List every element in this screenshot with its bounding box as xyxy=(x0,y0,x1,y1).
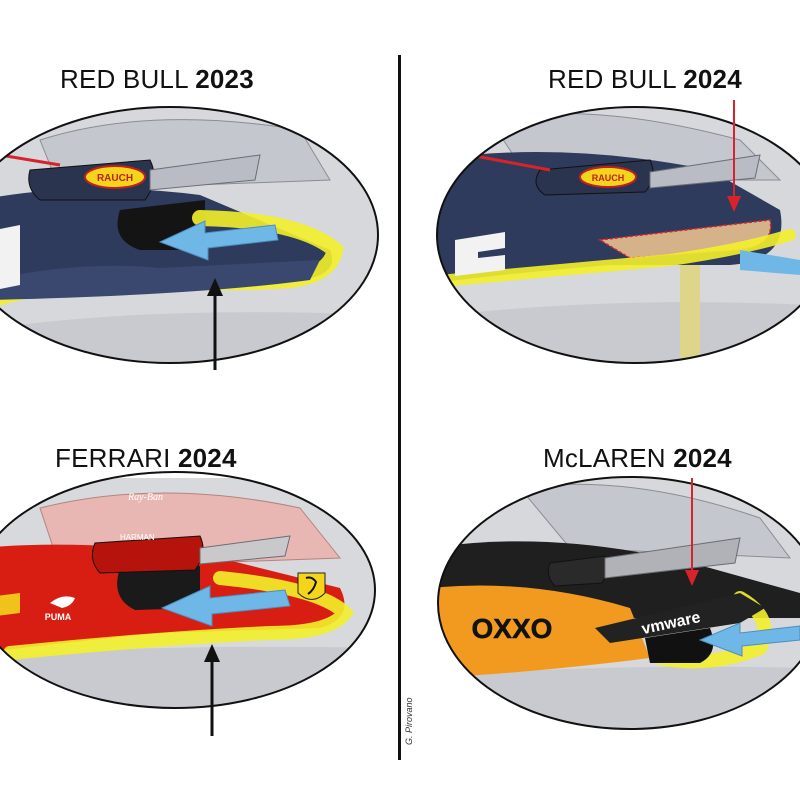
harman-logo-text: HARMAN xyxy=(120,533,155,542)
scene-ferrari-2024: PUMA HARMAN Ray-Ban xyxy=(0,471,376,736)
rayban-logo-text: Ray-Ban xyxy=(127,492,163,503)
mirror-stalk xyxy=(604,537,741,579)
floor-edge xyxy=(0,646,375,708)
undercut-floor xyxy=(0,260,320,300)
red-pinstripe xyxy=(469,153,551,172)
highlight-yellow xyxy=(444,229,796,286)
airflow-arrow-icon xyxy=(158,220,279,261)
puma-logo-text: PUMA xyxy=(45,612,72,622)
scene-redbull-2024: RAUCH xyxy=(436,100,800,364)
scene-mclaren-2024: OXXO vmware xyxy=(437,476,800,730)
floor-edge xyxy=(0,312,378,363)
panel-title-redbull-2023: RED BULL 2023 xyxy=(60,64,254,95)
livery-letter xyxy=(455,232,505,276)
rauch-logo-icon: RAUCH xyxy=(579,166,637,188)
mirror-stalk xyxy=(199,535,291,565)
puma-cat-icon: PUMA xyxy=(45,596,75,622)
pointer-arrow-icon xyxy=(207,278,223,370)
airflow-arrow-icon xyxy=(740,250,800,275)
rauch-logo-text: RAUCH xyxy=(592,173,625,183)
rauch-logo-icon: RAUCH xyxy=(84,165,146,189)
yellow-stripe xyxy=(0,593,20,618)
sidepod-inlet-dark xyxy=(117,566,200,610)
panel-title-mclaren-2024: McLAREN 2024 xyxy=(543,443,732,474)
ferrari-shield-icon xyxy=(297,572,326,600)
team-year: 2023 xyxy=(195,64,254,94)
pointer-arrow-icon xyxy=(727,100,741,212)
pointer-arrow-icon xyxy=(685,478,699,586)
oxxo-logo-text: OXXO xyxy=(472,613,553,644)
rauch-logo-text: RAUCH xyxy=(97,173,133,184)
team-name: McLAREN xyxy=(543,443,666,473)
scene-redbull-2023: RAUCH xyxy=(0,106,379,370)
team-name: FERRARI xyxy=(55,443,171,473)
panel-title-ferrari-2024: FERRARI 2024 xyxy=(55,443,237,474)
team-year: 2024 xyxy=(683,64,742,94)
oxxo-logo-icon: OXXO xyxy=(458,610,566,646)
undercut-inlet xyxy=(645,628,714,663)
team-name: RED BULL xyxy=(548,64,676,94)
team-name: RED BULL xyxy=(60,64,188,94)
team-year: 2024 xyxy=(673,443,732,473)
floor-strip xyxy=(680,250,700,363)
panel-title-redbull-2024: RED BULL 2024 xyxy=(548,64,742,95)
red-pinstripe xyxy=(0,153,61,167)
livery-letter xyxy=(0,225,20,290)
floor-edge xyxy=(437,302,800,363)
center-divider xyxy=(398,55,401,760)
mirror-stalk xyxy=(649,154,761,189)
mirror-stalk xyxy=(149,154,261,191)
floor-edge xyxy=(438,666,800,729)
team-year: 2024 xyxy=(177,443,237,473)
airflow-arrow-icon xyxy=(160,585,291,627)
airflow-arrow-icon xyxy=(698,622,800,657)
vmware-panel xyxy=(595,593,765,643)
pointer-arrow-icon xyxy=(204,644,220,736)
mirror-pod xyxy=(91,535,204,574)
